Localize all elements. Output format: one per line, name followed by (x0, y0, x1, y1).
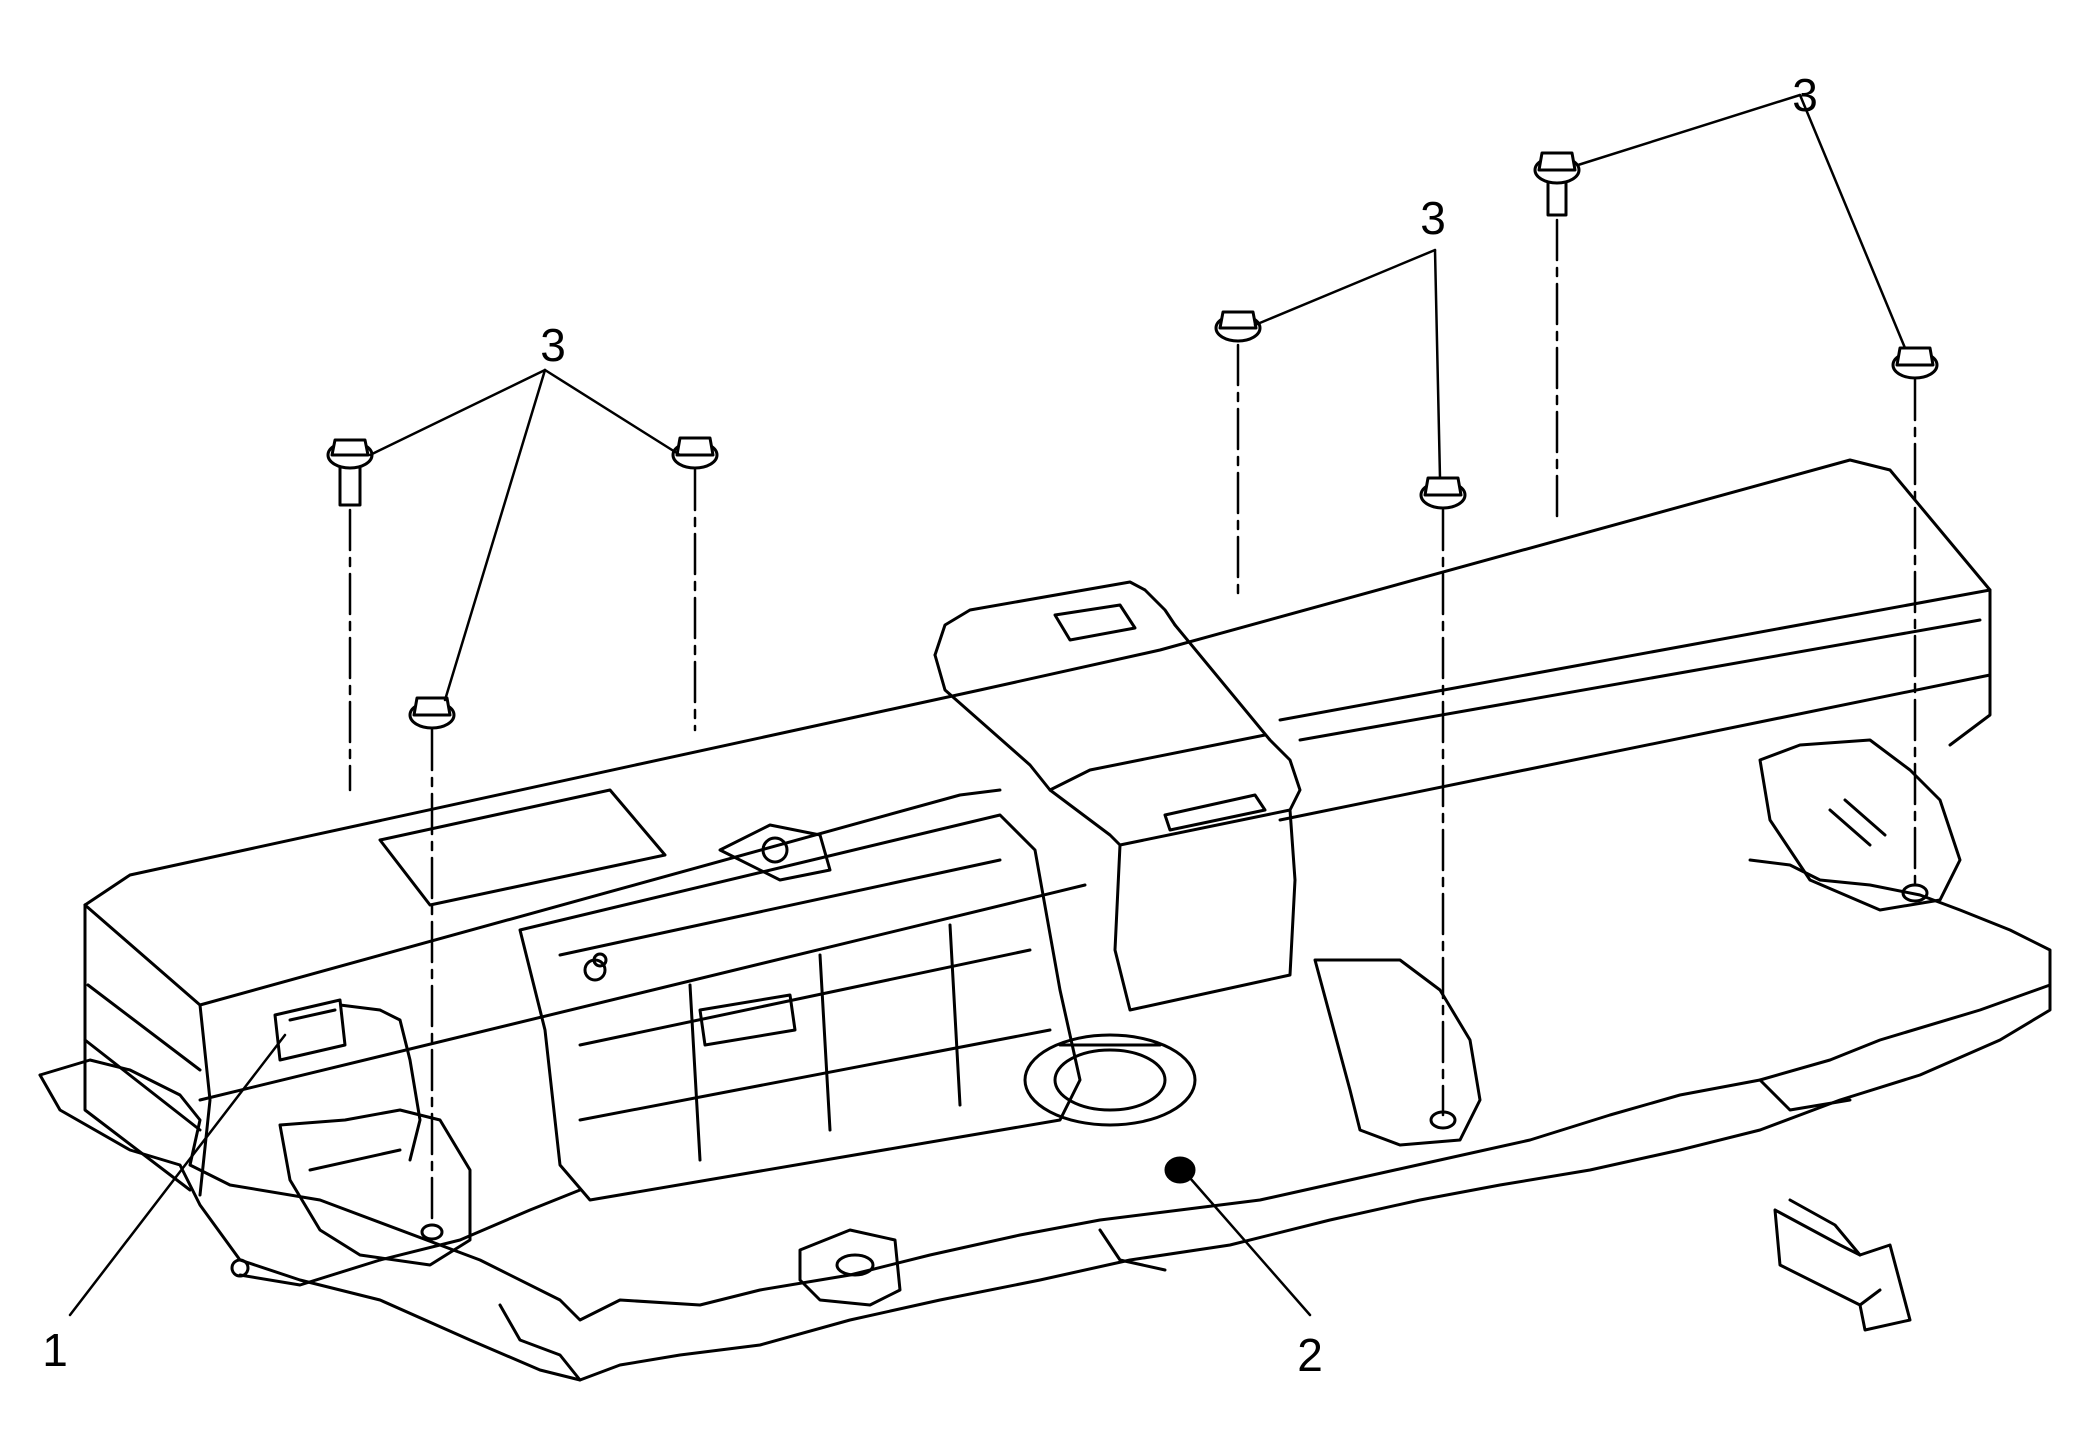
bolt-5 (1533, 151, 1581, 217)
callout-3-left: 3 (540, 319, 566, 371)
right-mounting-bracket (1758, 738, 1962, 912)
callout-2: 2 (1297, 1329, 1323, 1381)
callout-3-right: 3 (1792, 69, 1818, 121)
tray-base-plate (38, 858, 2052, 1382)
bolt-3 (408, 696, 456, 730)
center-mounting-bracket (1313, 958, 1482, 1147)
service-disconnect (1023, 1033, 1197, 1127)
battery-pack-housing (83, 458, 1992, 1197)
left-mounting-bracket (278, 1108, 472, 1267)
electronics-module (518, 813, 1082, 1202)
access-cover (798, 1228, 902, 1307)
leader-lines (68, 93, 1907, 1317)
electrical-connector (273, 998, 347, 1062)
bolt-1 (326, 438, 374, 507)
bolt-installation-lines (348, 218, 1917, 1227)
center-cover (933, 580, 1302, 1012)
bolt-7 (1891, 346, 1939, 380)
front-direction-arrow-icon (1773, 1198, 1912, 1332)
hv-nut (1164, 1156, 1196, 1184)
wire-harness (230, 1003, 582, 1287)
bolt-4 (1214, 310, 1262, 343)
bolt-2 (671, 436, 719, 470)
callout-3-middle: 3 (1420, 192, 1446, 244)
bolt-6 (1419, 476, 1467, 510)
callout-1: 1 (42, 1324, 68, 1376)
